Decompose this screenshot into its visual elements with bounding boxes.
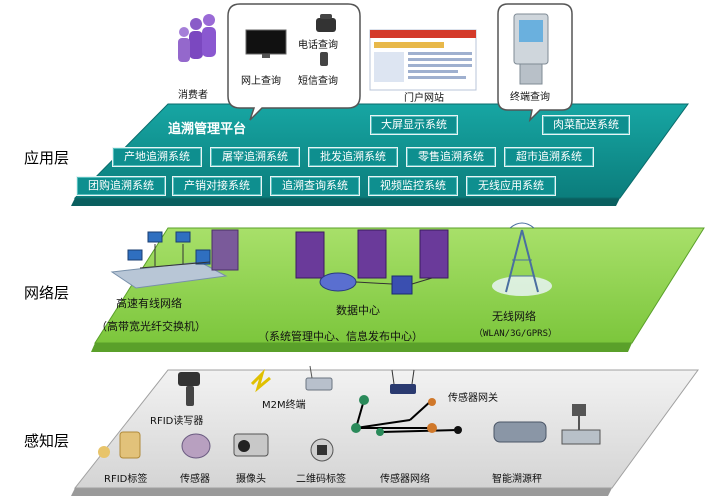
meat-delivery-system: 肉菜配送系统 [542,115,630,135]
sensor-label: 传感器 [180,474,210,485]
sensor-gateway-label: 传感器网关 [448,393,498,404]
big-screen-system: 大屏显示系统 [370,115,458,135]
sensor-network-label: 传感器网络 [380,474,430,485]
smart-scale-icon [493,404,601,445]
origin-trace-system: 产地追溯系统 [112,147,202,167]
sms-query-label: 短信查询 [298,76,338,87]
network-layer-label: 网络层 [24,284,70,302]
online-query-label: 网上查询 [241,76,281,87]
sensor-network-icon [351,395,462,436]
terminal-query-label: 终端查询 [510,92,550,103]
wireless-sub: （WLAN/3G/GPRS） [474,329,558,339]
datacenter-sub: （系统管理中心、信息发布中心） [258,330,423,343]
wireless-app-system: 无线应用系统 [466,176,556,196]
rfid-tag-label: RFID标签 [104,474,148,485]
platform-title: 追溯管理平台 [168,122,247,137]
portal-website-thumbnail [369,29,477,91]
m2m-label: M2M终端 [262,400,306,411]
data-center-icon [295,229,449,295]
consumer-label: 消费者 [178,90,208,101]
qr-tag-label: 二维码标签 [296,474,346,485]
sensor-icon [181,433,211,459]
supermarket-trace-system: 超市追溯系统 [504,147,594,167]
wireless-label: 无线网络 [492,310,536,323]
perception-layer-side [71,488,612,496]
group-buy-trace-system: 团购追溯系统 [76,176,166,196]
slaughter-trace-system: 屠宰追溯系统 [210,147,300,167]
router-icon [305,365,333,391]
wired-network-label: 高速有线网络 [116,297,182,310]
datacenter-label: 数据中心 [336,304,380,317]
smart-scale-label: 智能溯源秤 [492,474,542,485]
perception-layer-label: 感知层 [24,432,70,450]
telephone-icon [316,14,336,32]
mobile-phone-icon [320,52,328,66]
retail-trace-system: 零售追溯系统 [406,147,496,167]
application-layer-label: 应用层 [24,149,70,167]
camera-icon [233,433,269,457]
wired-network-icon [110,229,239,289]
gateway-icon [390,369,416,394]
wholesale-trace-system: 批发追溯系统 [308,147,398,167]
wired-network-sub: （高带宽光纤交换机） [96,320,206,333]
trace-query-system: 追溯查询系统 [270,176,360,196]
supply-demand-system: 产销对接系统 [172,176,262,196]
m2m-terminal-icon [250,368,271,393]
wireless-tower-icon [492,222,552,296]
application-layer-side [71,198,620,206]
rfid-tag-icon [98,431,141,459]
video-monitor-system: 视频监控系统 [368,176,458,196]
query-callout [227,3,361,121]
consumer-icon [178,14,216,62]
rfid-reader-icon [178,372,200,406]
camera-label: 摄像头 [236,474,266,485]
kiosk-terminal-icon [513,13,549,85]
rfid-reader-label: RFID读写器 [150,416,204,427]
monitor-icon [245,29,287,58]
qr-tag-icon [310,438,334,462]
phone-query-label: 电话查询 [298,40,338,51]
portal-label: 门户网站 [404,93,444,104]
network-layer-side [91,343,632,352]
